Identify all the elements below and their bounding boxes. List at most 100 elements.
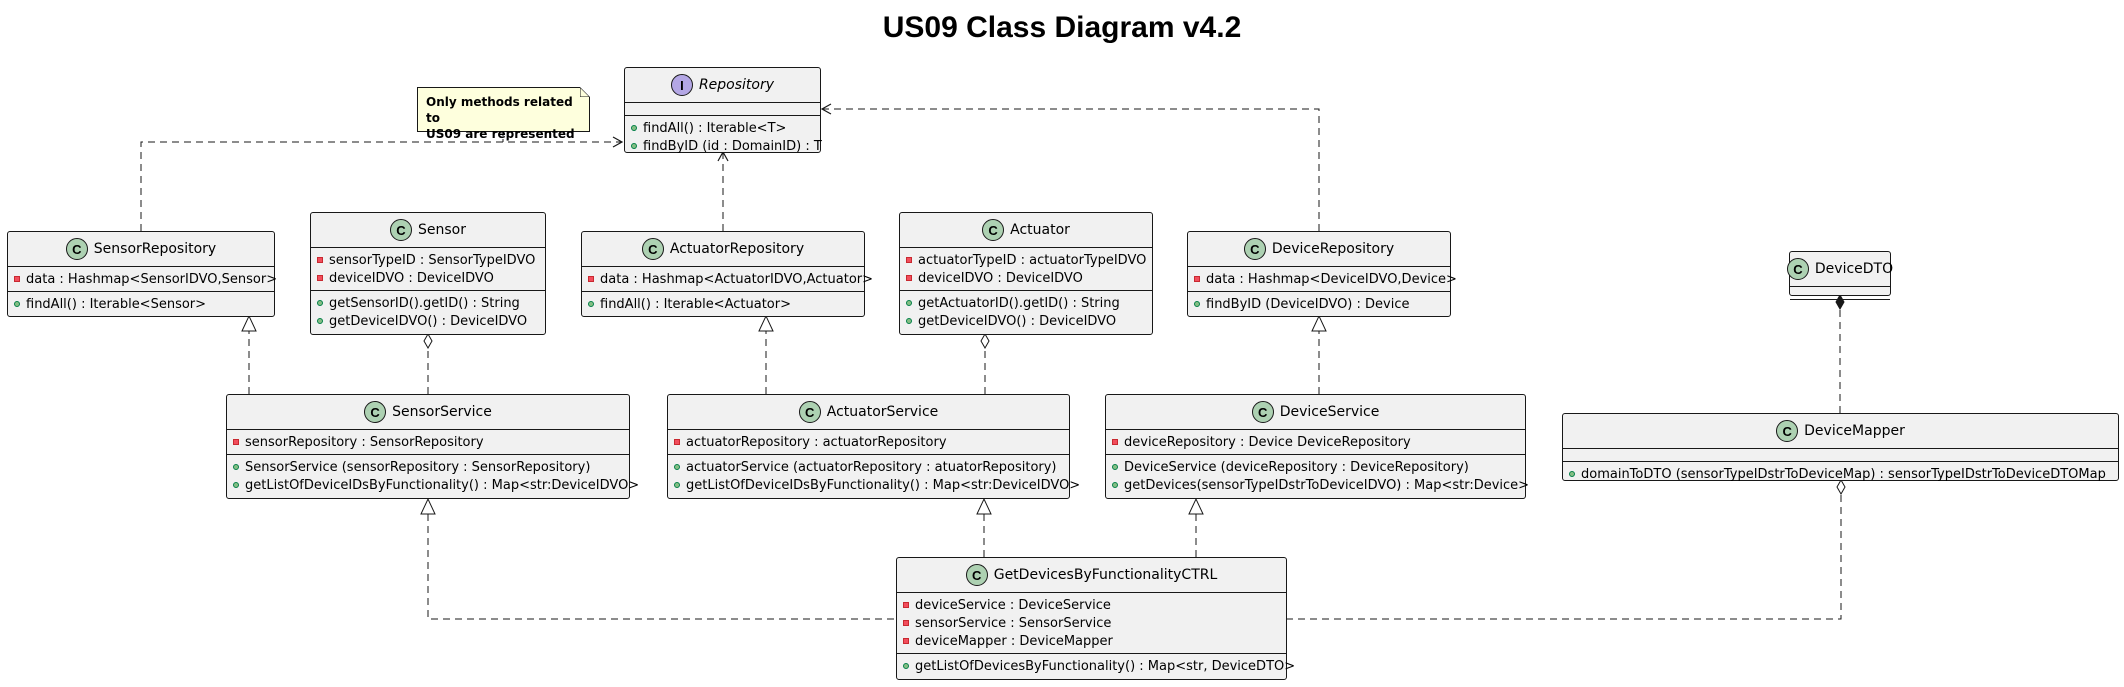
method-text: domainToDTO (sensorTypeIDstrToDeviceMap)… xyxy=(1581,466,2106,482)
public-visibility-icon xyxy=(588,301,594,307)
field-text: data : Hashmap<ActuatorIDVO,Actuator> xyxy=(600,271,874,287)
fields-section xyxy=(1563,448,2118,461)
method-row: SensorService (sensorRepository : Sensor… xyxy=(227,458,629,476)
method-text: findAll() : Iterable<Actuator> xyxy=(600,296,791,312)
class-device-mapper: C DeviceMapper domainToDTO (sensorTypeIDst… xyxy=(1562,413,2119,483)
methods-section: DeviceService (deviceRepository : Device… xyxy=(1106,454,1529,497)
class-header: C DeviceMapper xyxy=(1563,414,2118,448)
method-text: getListOfDevicesByFunctionality() : Map<… xyxy=(915,658,1296,674)
public-visibility-icon xyxy=(317,300,323,306)
private-visibility-icon xyxy=(14,276,20,282)
method-row: actuatorService (actuatorRepository : at… xyxy=(668,458,1069,476)
diagram-title: US09 Class Diagram v4.2 xyxy=(882,11,1242,44)
methods-section: getListOfDevicesByFunctionality() : Map<… xyxy=(897,653,1295,678)
methods-section: findAll() : Iterable<T> findByID (id : Do… xyxy=(625,115,822,158)
method-row: getDevices(sensorTypeIDstrToDeviceIDVO) … xyxy=(1106,476,1529,494)
method-text: findByID (DeviceIDVO) : Device xyxy=(1206,296,1410,312)
class-name: GetDevicesByFunctionalityCTRL xyxy=(993,567,1218,583)
method-row: getListOfDevicesByFunctionality() : Map<… xyxy=(897,657,1295,675)
class-icon: C xyxy=(982,219,1005,241)
method-text: getSensorID().getID() : String xyxy=(329,295,520,311)
class-name: Repository xyxy=(698,77,775,93)
class-icon: C xyxy=(641,238,664,260)
public-visibility-icon xyxy=(906,318,912,324)
note: Only methods related to US09 are represe… xyxy=(417,87,590,141)
private-visibility-icon xyxy=(903,620,909,626)
edge-ctrl-sensorservice xyxy=(420,497,894,620)
field-text: deviceIDVO : DeviceIDVO xyxy=(918,270,1083,286)
class-icon: C xyxy=(1776,420,1799,442)
field-text: deviceIDVO : DeviceIDVO xyxy=(329,270,494,286)
public-visibility-icon xyxy=(674,482,680,488)
class-name: Sensor xyxy=(418,222,466,238)
class-name: DeviceDTO xyxy=(1814,261,1894,277)
public-visibility-icon xyxy=(1112,482,1118,488)
field-text: data : Hashmap<DeviceIDVO,Device> xyxy=(1206,271,1457,287)
public-visibility-icon xyxy=(1112,464,1118,470)
private-visibility-icon xyxy=(233,439,239,445)
method-row: domainToDTO (sensorTypeIDstrToDeviceMap)… xyxy=(1563,465,2118,483)
public-visibility-icon xyxy=(906,300,912,306)
method-row: getDeviceIDVO() : DeviceIDVO xyxy=(311,312,545,330)
public-visibility-icon xyxy=(631,143,637,149)
method-text: DeviceService (deviceRepository : Device… xyxy=(1124,459,1469,475)
field-text: data : Hashmap<SensorIDVO,Sensor> xyxy=(26,271,278,287)
fields-section: sensorRepository : SensorRepository xyxy=(227,429,629,454)
public-visibility-icon xyxy=(317,318,323,324)
field-row: data : Hashmap<SensorIDVO,Sensor> xyxy=(8,270,278,288)
public-visibility-icon xyxy=(14,301,20,307)
class-header: C ActuatorRepository xyxy=(582,232,864,266)
fields-section xyxy=(625,102,820,115)
field-row: deviceMapper : DeviceMapper xyxy=(897,632,1286,650)
method-text: getDeviceIDVO() : DeviceIDVO xyxy=(918,313,1117,329)
class-name: ActuatorRepository xyxy=(669,241,805,257)
private-visibility-icon xyxy=(906,257,912,263)
class-icon: C xyxy=(798,401,821,423)
field-row: sensorRepository : SensorRepository xyxy=(227,433,629,451)
public-visibility-icon xyxy=(1194,301,1200,307)
class-header: C DeviceRepository xyxy=(1188,232,1450,266)
note-line-2: US09 are represented xyxy=(426,127,575,141)
field-row: data : Hashmap<ActuatorIDVO,Actuator> xyxy=(582,270,873,288)
private-visibility-icon xyxy=(317,275,323,281)
public-visibility-icon xyxy=(1569,471,1575,477)
method-text: findAll() : Iterable<T> xyxy=(643,120,787,136)
class-repository: I Repository findAll() : Iterable<T> findBy… xyxy=(624,67,822,154)
private-visibility-icon xyxy=(317,257,323,263)
class-name: SensorService xyxy=(392,404,492,420)
method-row: findByID (id : DomainID) : T xyxy=(625,137,822,155)
field-text: sensorRepository : SensorRepository xyxy=(245,434,484,450)
private-visibility-icon xyxy=(588,276,594,282)
class-icon: C xyxy=(1251,401,1274,423)
methods-section xyxy=(1790,299,1890,312)
interface-icon: I xyxy=(670,74,693,96)
fields-section: deviceRepository : Device DeviceReposito… xyxy=(1106,429,1525,454)
methods-section: findByID (DeviceIDVO) : Device xyxy=(1188,291,1450,316)
method-row: findAll() : Iterable<Actuator> xyxy=(582,295,864,313)
method-row: getListOfDeviceIDsByFunctionality() : Ma… xyxy=(668,476,1080,494)
fields-section: data : Hashmap<ActuatorIDVO,Actuator> xyxy=(582,266,873,291)
class-name: DeviceRepository xyxy=(1271,241,1395,257)
class-name: DeviceMapper xyxy=(1804,423,1905,439)
class-icon: C xyxy=(1243,238,1266,260)
field-row: deviceRepository : Device DeviceReposito… xyxy=(1106,433,1525,451)
public-visibility-icon xyxy=(903,663,909,669)
method-row: getActuatorID().getID() : String xyxy=(900,294,1152,312)
method-text: getListOfDeviceIDsByFunctionality() : Ma… xyxy=(686,477,1081,493)
method-text: actuatorService (actuatorRepository : at… xyxy=(686,459,1057,475)
method-row: findByID (DeviceIDVO) : Device xyxy=(1188,295,1450,313)
method-text: findByID (id : DomainID) : T xyxy=(643,138,822,154)
method-text: getListOfDeviceIDsByFunctionality() : Ma… xyxy=(245,477,640,493)
field-row: actuatorTypeID : actuatorTypeIDVO xyxy=(900,251,1152,269)
